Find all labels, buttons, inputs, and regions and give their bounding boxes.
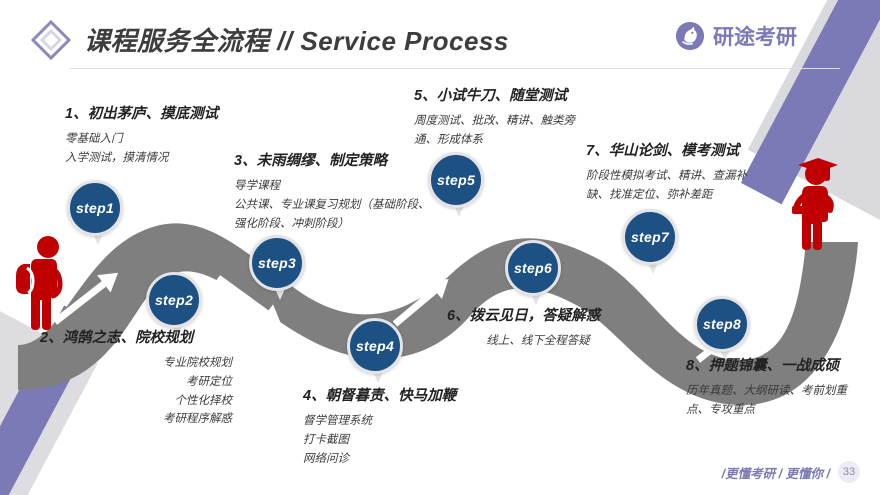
student-with-backpack — [16, 236, 63, 330]
step-6-text-block: 6、拨云见日，答疑解惑 线上、线下全程答疑 — [447, 308, 629, 351]
step-6-heading: 6、拨云见日，答疑解惑 — [447, 308, 601, 324]
step-3-badge-label: step3 — [257, 255, 297, 271]
step-5-line-2: 通、形成体系 — [414, 134, 483, 147]
page-title-en: Service Process — [300, 26, 509, 56]
step-3-line-2: 公共课、专业课复习规划（基础阶段、 — [234, 199, 430, 212]
step-4-line-1: 督学管理系统 — [303, 415, 372, 428]
page-number: 33 — [838, 461, 860, 483]
step-2-badge-label: step2 — [154, 292, 194, 308]
step-8-badge[interactable]: step8 — [694, 296, 750, 361]
slide-footer: /更懂考研 / 更懂你 / 33 — [722, 461, 860, 483]
step-3-line-3: 强化阶段、冲刺阶段） — [234, 217, 349, 230]
slide-header: 课程服务全流程 // Service Process 研途考研 — [0, 0, 880, 78]
diamond-outline-icon — [31, 20, 71, 60]
graduate-with-cap — [792, 158, 838, 250]
page-title-cn: 课程服务全流程 — [84, 26, 270, 56]
step-8-line-1: 历年真题、大纲研读、考前划重 — [686, 385, 847, 398]
header-divider — [70, 68, 840, 69]
step-1-text-block: 1、初出茅庐、摸底测试 零基础入门 入学测试，摸清情况 — [65, 106, 295, 168]
step-7-badge[interactable]: step7 — [622, 209, 678, 274]
step-6-line-1: 线上、线下全程答疑 — [486, 335, 590, 348]
step-8-heading: 8、押题锦囊、一战成硕 — [686, 358, 840, 374]
step-3-line-1: 导学课程 — [234, 180, 280, 193]
step-3-text-block: 3、未雨绸缪、制定策略 导学课程 公共课、专业课复习规划（基础阶段、 强化阶段、… — [234, 153, 449, 233]
step-4-badge[interactable]: step4 — [347, 318, 403, 383]
step-8-text-block: 8、押题锦囊、一战成硕 历年真题、大纲研读、考前划重 点、专攻重点 — [686, 358, 880, 420]
page-title: 课程服务全流程 // Service Process — [84, 21, 509, 58]
brand-logo: 研途考研 — [675, 21, 797, 51]
step-5-text-block: 5、小试牛刀、随堂测试 周度测试、批改、精讲、触类旁 通、形成体系 — [414, 88, 614, 150]
step-2-badge-circle: step2 — [146, 272, 202, 328]
step-5-badge[interactable]: step5 — [428, 152, 484, 217]
step-7-text-block: 7、华山论剑、模考测试 阶段性模拟考试、精讲、查漏补 缺、找准定位、弥补差距 — [586, 143, 786, 205]
step-8-line-2: 点、专攻重点 — [686, 404, 755, 417]
page-title-separator: // — [269, 26, 301, 56]
step-1-heading: 1、初出茅庐、摸底测试 — [65, 106, 219, 122]
footer-slogan: /更懂考研 / 更懂你 / — [721, 466, 830, 481]
step-7-badge-label: step7 — [630, 229, 670, 245]
step-2-line-2: 考研定位 — [186, 376, 232, 389]
step-4-line-2: 打卡截图 — [303, 434, 349, 447]
step-5-line-1: 周度测试、批改、精讲、触类旁 — [414, 115, 575, 128]
step-4-line-3: 网络问诊 — [303, 452, 349, 465]
step-3-badge[interactable]: step3 — [249, 235, 305, 300]
step-3-heading: 3、未雨绸缪、制定策略 — [234, 153, 388, 169]
step-2-line-3: 个性化择校 — [174, 394, 233, 407]
step-4-badge-circle: step4 — [347, 318, 403, 374]
step-8-badge-label: step8 — [702, 316, 742, 332]
step-2-line-4: 考研程序解惑 — [163, 413, 232, 426]
step-5-heading: 5、小试牛刀、随堂测试 — [414, 88, 568, 104]
step-6-badge-circle: step6 — [505, 240, 561, 296]
step-4-text-block: 4、朝督暮责、快马加鞭 督学管理系统 打卡截图 网络问诊 — [303, 388, 518, 468]
step-1-badge-circle: step1 — [67, 180, 123, 236]
step-6-badge-label: step6 — [513, 260, 553, 276]
step-1-line-2: 入学测试，摸清情况 — [65, 152, 169, 165]
step-2-badge[interactable]: step2 — [146, 272, 202, 337]
step-2-heading: 2、鸿鹄之志、院校规划 — [40, 330, 194, 346]
step-7-line-2: 缺、找准定位、弥补差距 — [586, 189, 713, 202]
step-5-badge-label: step5 — [436, 172, 476, 188]
step-4-heading: 4、朝督暮责、快马加鞭 — [303, 388, 457, 404]
step-2-text-block: 2、鸿鹄之志、院校规划 专业院校规划 考研定位 个性化择校 考研程序解惑 — [40, 330, 232, 429]
brand-name: 研途考研 — [713, 26, 797, 49]
step-2-line-1: 专业院校规划 — [163, 357, 232, 370]
step-1-line-1: 零基础入门 — [65, 133, 123, 146]
step-5-badge-circle: step5 — [428, 152, 484, 208]
horse-circle-icon — [675, 21, 705, 51]
step-7-heading: 7、华山论剑、模考测试 — [586, 143, 740, 159]
step-7-badge-circle: step7 — [622, 209, 678, 265]
step-1-badge[interactable]: step1 — [67, 180, 123, 245]
step-1-badge-label: step1 — [75, 200, 115, 216]
step-8-badge-circle: step8 — [694, 296, 750, 352]
step-3-badge-circle: step3 — [249, 235, 305, 291]
step-6-badge[interactable]: step6 — [505, 240, 561, 305]
step-7-line-1: 阶段性模拟考试、精讲、查漏补 — [586, 170, 747, 183]
step-4-badge-label: step4 — [355, 338, 395, 354]
